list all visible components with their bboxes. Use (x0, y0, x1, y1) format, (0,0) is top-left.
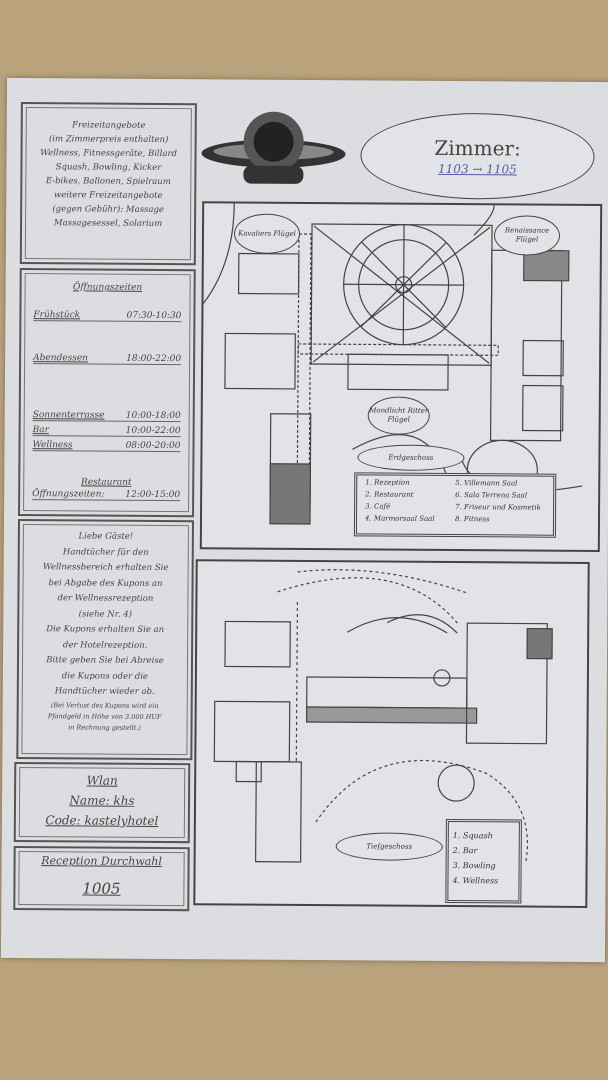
legend-item: 3. Bowling (452, 861, 496, 871)
legend-item: 4. Marmorsaal Saal (364, 514, 435, 523)
hill-label: Mondlicht Ritter Flügel (367, 396, 430, 435)
map-legend: 1. Rezeption 2. Restaurant 3. Café 4. Marmo… (353, 472, 557, 538)
legend-item: 6. Sala Terrena Saal (455, 491, 528, 500)
hill-label: Renaissance Flügel (493, 215, 561, 256)
legend-item: 1. Squash (452, 831, 493, 841)
info-sheet: Freizeitangebote(im Zimmerpreis enthalte… (0, 77, 608, 963)
room-number: 1103 → 1105 (438, 161, 517, 177)
reception-box: Reception Durchwahl 1005 (13, 845, 190, 912)
legend-item: 2. Bar (452, 846, 478, 856)
room-oval: Zimmer: 1103 → 1105 (360, 112, 595, 201)
legend-item: 7. Friseur und Kosmetik (455, 503, 541, 512)
room-label: Zimmer: (434, 135, 521, 161)
legend-item: 2. Restaurant (365, 490, 414, 499)
legend-item: 4. Wellness (452, 876, 499, 886)
legend-item: 1. Rezeption (365, 478, 410, 487)
hill-label: Kavaliers Flügel (233, 213, 301, 254)
map-legend: 1. Squash 2. Bar 3. Bowling 4. Wellness (445, 818, 522, 904)
legend-item: 3. Café (365, 502, 391, 511)
facilities-box: Freizeitangebote(im Zimmerpreis enthalte… (19, 101, 197, 266)
legend-item: 8. Fitness (454, 515, 490, 524)
legend-item: 5. Villemann Saal (455, 479, 518, 488)
wifi-box: Wlan Name: khs Code: kastelyhotel (13, 761, 191, 844)
ground-floor-map: Kavaliers Flügel Renaissance Flügel Mond… (199, 201, 603, 553)
hotel-logo (201, 111, 346, 184)
